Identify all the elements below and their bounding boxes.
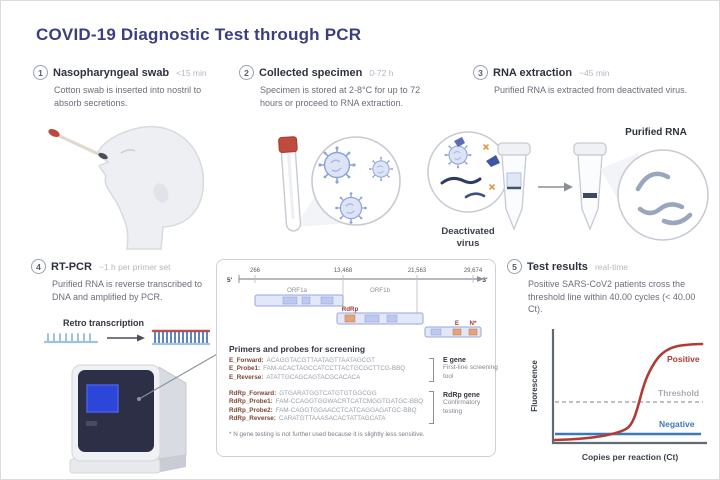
microtube-1-icon xyxy=(497,142,531,231)
genome-pos-21563: 21,563 xyxy=(408,268,427,274)
pcr-machine-screen-icon xyxy=(86,384,119,413)
step-4-title: RT-PCR xyxy=(51,260,92,273)
purified-rna-circle-icon xyxy=(617,149,709,241)
swab-tip-icon xyxy=(48,129,60,137)
microtube-2-icon xyxy=(573,142,607,231)
step-4: 4 RT-PCR ~1 h per primer set Purified RN… xyxy=(31,259,231,303)
step-4-time: ~1 h per primer set xyxy=(98,261,171,272)
primers-heading: Primers and probes for screening xyxy=(229,344,366,354)
e-gene-label: E xyxy=(455,320,459,327)
collected-specimen-illustration xyxy=(278,136,401,232)
arrow-icon xyxy=(564,182,573,192)
step-2-title: Collected specimen xyxy=(259,66,363,79)
step-2-number: 2 xyxy=(239,65,254,80)
step-5-description: Positive SARS-CoV2 patients cross the th… xyxy=(528,279,696,315)
primer-label: RdRp_Probe2: xyxy=(229,406,273,414)
step-4-number: 4 xyxy=(31,259,46,274)
genome-pos-29674: 29,674 xyxy=(464,268,483,274)
pcr-machine-icon xyxy=(69,364,187,474)
positive-curve xyxy=(553,342,704,442)
primer-sequence: FAM-CAGGTGGAACCTCATCAGGAGATGC-BBQ xyxy=(275,406,417,414)
arrow-icon xyxy=(137,334,145,342)
primer-sequence: GTGARATGGTCATGTGTGGCGG xyxy=(279,390,377,397)
primer-label: RdRp_Probe1: xyxy=(229,398,273,406)
page-title: COVID-19 Diagnostic Test through PCR xyxy=(36,25,362,44)
step-1-time: <15 min xyxy=(176,67,207,78)
genome-pos-13468: 13,468 xyxy=(334,268,353,274)
primers-probes-panel: 5' 3' 266 13,468 21,563 29,674 ORF1a ORF… xyxy=(216,259,498,457)
n-gene-label: N* xyxy=(470,320,477,327)
specimen-tube-icon xyxy=(278,136,302,232)
primer-sequence: FAM-CCAGGTGGWACRTCATCMGGTGATGC-BBQ xyxy=(275,398,424,406)
chart-y-axis-label: Fluorescence xyxy=(530,360,539,412)
deactivated-virus-label-line1: Deactivated xyxy=(441,226,495,237)
primer-sequence: FAM-ACACTAGCCATCCTTACTGCGCTTCG-BBQ xyxy=(263,365,406,373)
e-gene-primer-list: E_Forward:ACAGGTACGTTAATAGTTAATAGCGT E_P… xyxy=(229,357,405,382)
e-gene-subtitle: First-line screening tool xyxy=(443,364,498,380)
primer-label: RdRp_Forward: xyxy=(229,390,277,397)
nasopharyngeal-swab-illustration xyxy=(48,126,205,250)
positive-label: Positive xyxy=(667,354,700,364)
e-gene-title: E gene xyxy=(443,357,466,364)
step-3-number: 3 xyxy=(473,65,488,80)
deactivated-virus-label-line2: virus xyxy=(457,238,480,249)
chart-x-axis-label: Copies per reaction (Ct) xyxy=(582,452,679,462)
step-5: 5 Test results real-time Positive SARS-C… xyxy=(507,259,712,316)
purified-rna-label: Purified RNA xyxy=(625,127,687,138)
step-5-title: Test results xyxy=(527,260,588,273)
primer-label: RdRp_Reverse: xyxy=(229,414,276,422)
sars-cov2-genome-map: 5' 3' 266 13,468 21,563 29,674 ORF1a ORF… xyxy=(227,268,488,338)
primer-sequence: CARATGTTAAASACACTATTAGCATA xyxy=(278,414,386,422)
step-5-time: real-time xyxy=(594,261,628,272)
step-5-number: 5 xyxy=(507,259,522,274)
negative-label: Negative xyxy=(659,419,695,429)
step-1: 1 Nasopharyngeal swab <15 min Cotton swa… xyxy=(33,65,225,109)
swab-stick-icon xyxy=(51,131,109,160)
primer-sequence: ATATTGCAGCAGTACGCACACA xyxy=(266,373,361,381)
step-3-time: ~45 min xyxy=(579,67,610,78)
e-gene-annotation: E gene First-line screening tool xyxy=(443,357,501,382)
five-prime-label: 5' xyxy=(227,277,233,284)
three-prime-label: 3' xyxy=(482,277,488,284)
step-3: 3 RNA extraction ~45 min Purified RNA is… xyxy=(473,65,711,97)
threshold-label: Threshold xyxy=(658,388,699,398)
step-4-description: Purified RNA is reverse transcribed to D… xyxy=(52,279,203,302)
step-2: 2 Collected specimen 0-72 h Specimen is … xyxy=(239,65,454,109)
step-1-title: Nasopharyngeal swab xyxy=(53,66,170,79)
callout-line xyxy=(137,352,220,401)
retro-transcription-strands-icon xyxy=(43,329,211,346)
n-gene-footnote: * N gene testing is not further used bec… xyxy=(229,431,425,438)
primer-label: E_Reverse: xyxy=(229,373,264,381)
rdrp-label: RdRp xyxy=(342,306,359,313)
step-3-description: Purified RNA is extracted from deactivat… xyxy=(494,85,688,95)
retro-transcription-label: Retro transcription xyxy=(63,318,145,328)
rdrp-gene-bracket xyxy=(429,391,434,424)
head-profile-icon xyxy=(96,126,205,250)
deactivated-virus-circle-icon xyxy=(427,131,509,213)
e-gene-bracket xyxy=(429,358,434,382)
rdrp-gene-primer-list: RdRp_Forward:GTGARATGGTCATGTGTGGCGG RdRp… xyxy=(229,390,423,423)
amplification-curve-chart: Fluorescence Copies per reaction (Ct) Th… xyxy=(530,329,707,462)
orf1a-label: ORF1a xyxy=(287,287,308,294)
step-2-description: Specimen is stored at 2-8°C for up to 72… xyxy=(260,85,421,108)
rdrp-gene-title: RdRp gene xyxy=(443,392,480,399)
step-2-time: 0-72 h xyxy=(369,67,394,78)
primer-sequence: ACAGGTACGTTAATAGTTAATAGCGT xyxy=(266,357,375,364)
step-3-title: RNA extraction xyxy=(493,66,573,79)
step-1-number: 1 xyxy=(33,65,48,80)
step-1-description: Cotton swab is inserted into nostril to … xyxy=(54,85,202,108)
rna-extraction-illustration: Deactivated virus Purified RNA xyxy=(427,127,709,249)
primer-label: E_Forward: xyxy=(229,357,264,364)
genome-pos-266: 266 xyxy=(250,268,261,274)
rdrp-gene-annotation: RdRp gene Confirmatory testing xyxy=(443,392,501,417)
rdrp-gene-subtitle: Confirmatory testing xyxy=(443,399,481,415)
arrow-icon xyxy=(477,276,484,282)
orf1b-label: ORF1b xyxy=(370,287,391,294)
primer-label: E_Probe1: xyxy=(229,365,261,373)
